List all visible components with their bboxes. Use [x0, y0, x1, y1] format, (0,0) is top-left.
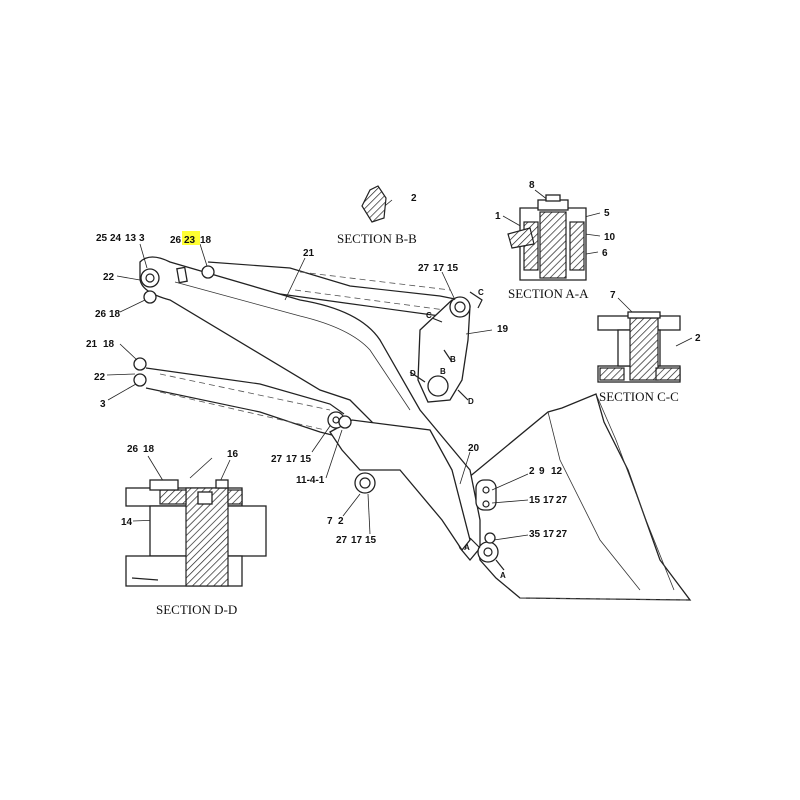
callout-label: 3: [100, 399, 106, 410]
callout-label: 18: [103, 339, 115, 350]
pivot-pins: [133, 265, 499, 563]
callout-label: 2: [695, 333, 701, 344]
callout-label: 17: [351, 535, 363, 546]
callout-label: 22: [94, 372, 106, 383]
cut-letter: A: [464, 543, 470, 552]
callout-label: 2: [338, 516, 344, 527]
callout-label: 11-4-1: [296, 475, 325, 486]
callout-label: 21: [303, 248, 315, 259]
cut-letter: C: [478, 288, 484, 297]
link-arm: [329, 419, 471, 552]
section-title-cc: SECTION C-C: [599, 389, 679, 404]
cut-mark-letters: C C B B D D A A: [410, 288, 506, 580]
callout-label: 25: [96, 233, 108, 244]
callout-label: 18: [200, 235, 212, 246]
cut-letter: D: [410, 369, 416, 378]
callout-label: 17: [543, 529, 555, 540]
highlight-marker: [182, 231, 200, 245]
callout-label: 15: [300, 454, 312, 465]
callout-label: 17: [286, 454, 298, 465]
callout-label: 17: [433, 263, 445, 274]
bucket: [467, 393, 692, 601]
callout-label: 23: [184, 235, 196, 246]
section-cc-drawing: [597, 311, 681, 383]
cut-letter: C: [426, 311, 432, 320]
callout-label: 24: [110, 233, 122, 244]
section-title-bb: SECTION B-B: [337, 231, 417, 246]
cut-marks: [409, 291, 505, 571]
callout-label: 7: [327, 516, 333, 527]
callout-labels: 2 8 1 5 10 6 7 2 26 18 16 14 25 24 13 3 …: [86, 180, 701, 546]
section-dd-drawing: [125, 479, 267, 587]
callout-label: 9: [539, 466, 545, 477]
callout-label: 14: [121, 517, 133, 528]
section-title-dd: SECTION D-D: [156, 602, 237, 617]
callout-label: 15: [447, 263, 459, 274]
callout-label: 3: [139, 233, 145, 244]
callout-label: 21: [86, 339, 98, 350]
callout-label: 17: [543, 495, 555, 506]
callout-label: 27: [271, 454, 283, 465]
callout-label: 26: [127, 444, 139, 455]
callout-label: 18: [109, 309, 121, 320]
cut-letter: B: [440, 367, 446, 376]
callout-label: 18: [143, 444, 155, 455]
cut-letter: B: [450, 355, 456, 364]
callout-label: 19: [497, 324, 509, 335]
callout-label: 20: [468, 443, 480, 454]
callout-label: 27: [556, 529, 568, 540]
callout-label: 27: [418, 263, 430, 274]
callout-label: 7: [610, 290, 616, 301]
callout-label: 26: [170, 235, 182, 246]
callout-label: 15: [529, 495, 541, 506]
callout-label: 26: [95, 309, 107, 320]
callout-label: 15: [365, 535, 377, 546]
callout-label: 2: [529, 466, 535, 477]
cut-letter: D: [468, 397, 474, 406]
callout-label: 2: [411, 193, 417, 204]
callout-label: 5: [604, 208, 610, 219]
callout-label: 16: [227, 449, 239, 460]
section-bb-drawing: [361, 185, 387, 223]
callout-label: 27: [556, 495, 568, 506]
callout-label: 22: [103, 272, 115, 283]
section-aa-drawing: [507, 194, 587, 281]
callout-label: 13: [125, 233, 137, 244]
callout-label: 6: [602, 248, 608, 259]
callout-label: 12: [551, 466, 563, 477]
section-title-aa: SECTION A-A: [508, 286, 589, 301]
callout-label: 35: [529, 529, 541, 540]
lower-cylinder: [145, 367, 345, 437]
main-assembly: [106, 189, 693, 601]
callout-label: 10: [604, 232, 616, 243]
callout-label: 27: [336, 535, 348, 546]
callout-label: 1: [495, 211, 501, 222]
callout-label: 8: [529, 180, 535, 191]
cut-letter: A: [500, 571, 506, 580]
